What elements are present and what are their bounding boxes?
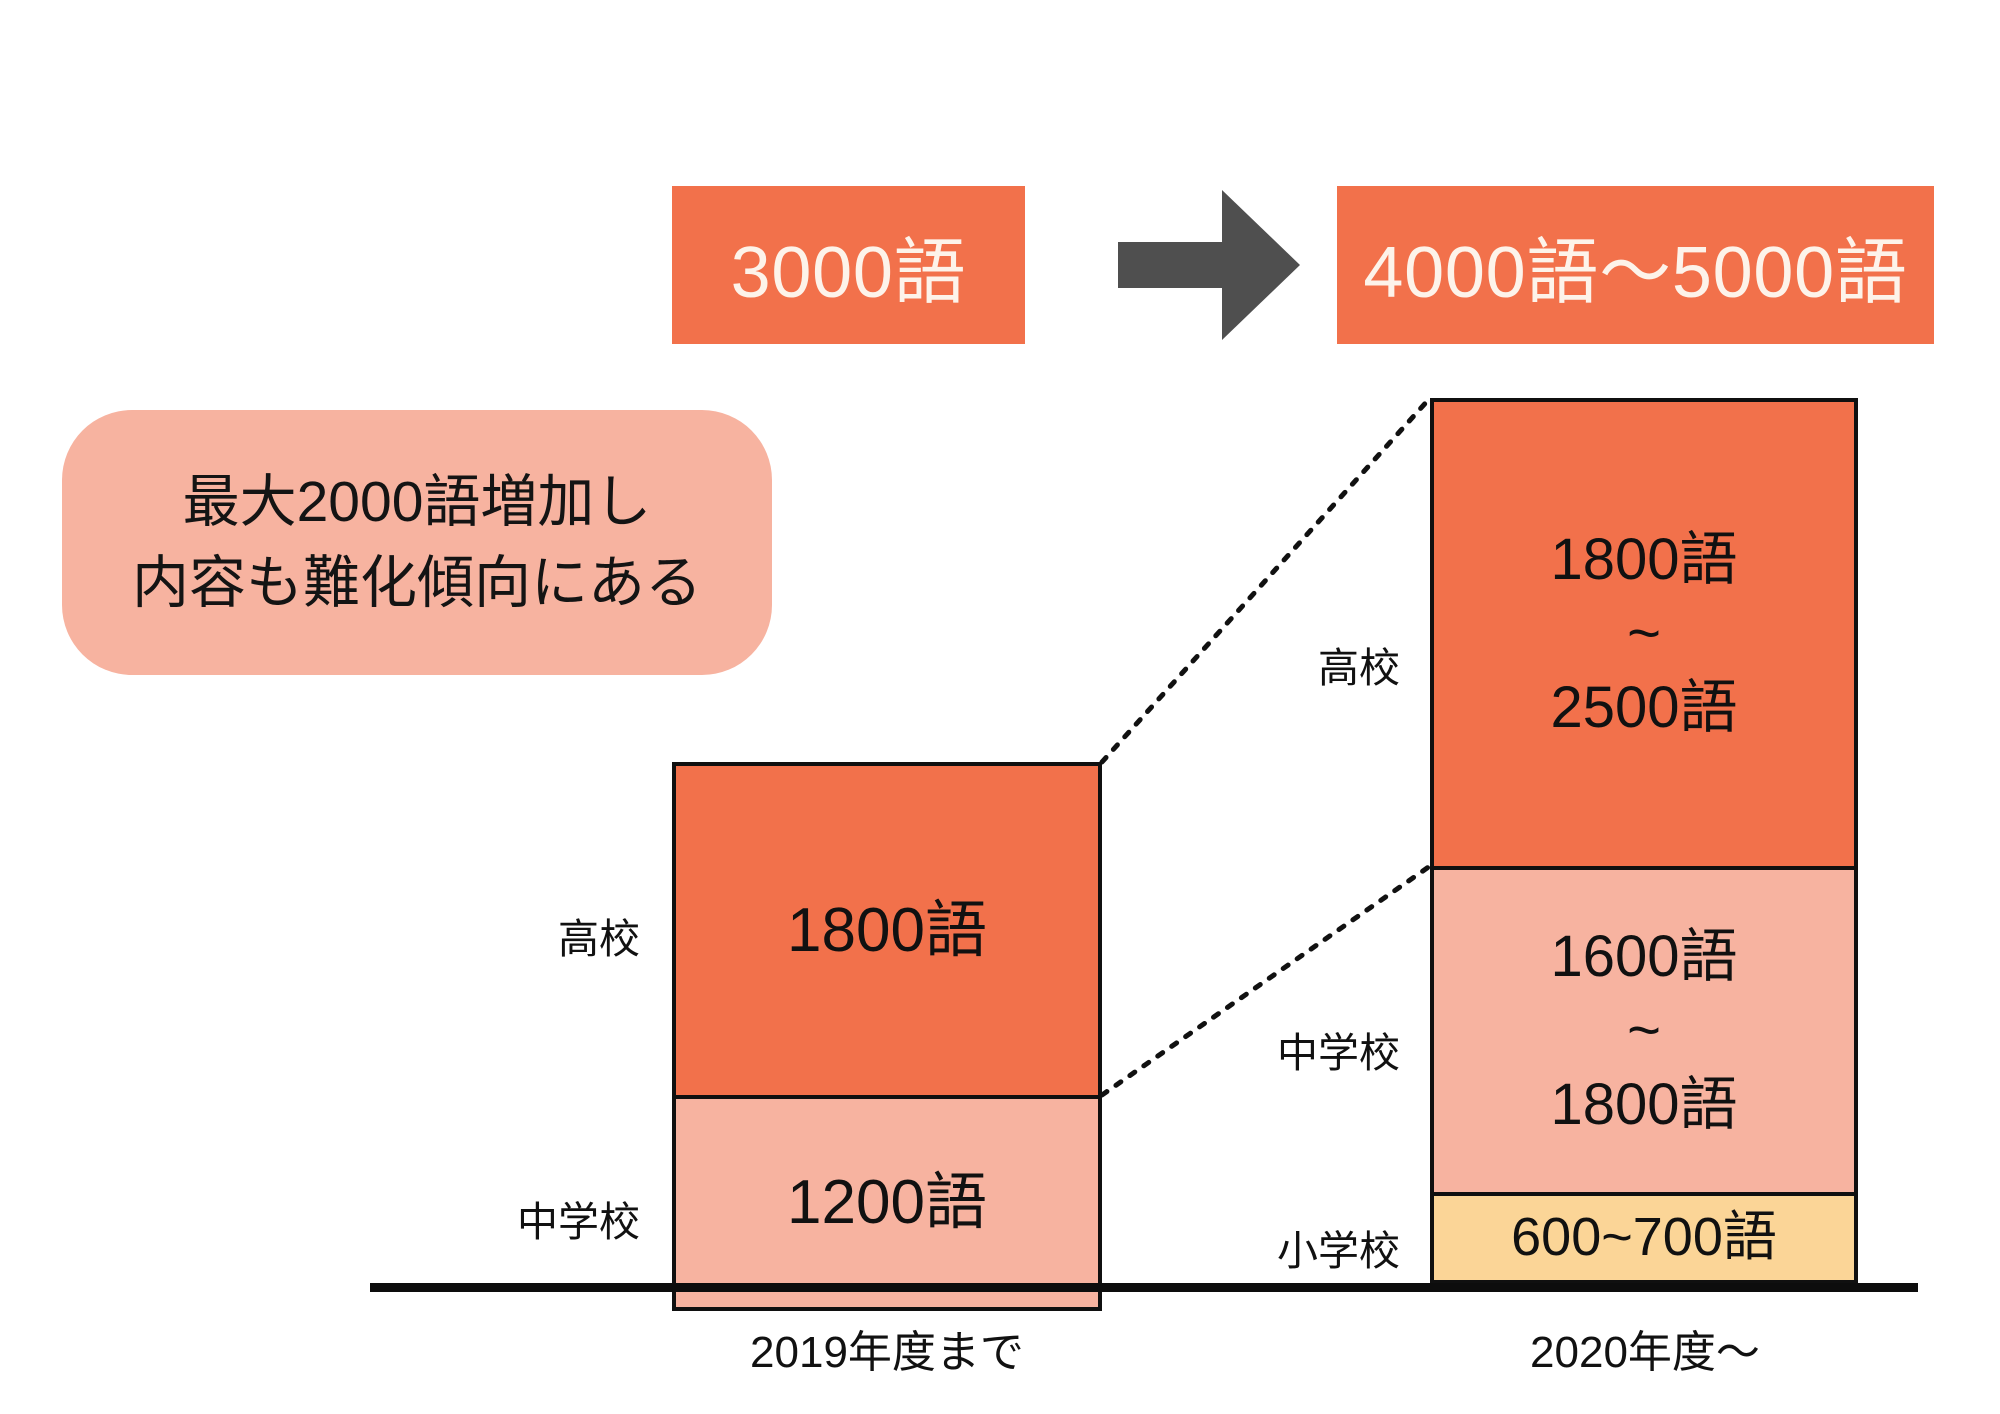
callout-line-2: 内容も難化傾向にある [132, 550, 702, 615]
axis-caption-right: 2020年度〜 [1530, 1328, 1760, 1377]
category-label-right-elementary: 小学校 [1277, 1228, 1400, 1274]
right-arrow-icon [1118, 190, 1300, 340]
callout-line-1: 最大2000語増加し [182, 469, 652, 534]
bar-segment-left-junior-high: 1200語 [672, 1095, 1102, 1311]
category-label-left-junior-high: 中学校 [517, 1199, 640, 1245]
category-label-right-junior-high: 中学校 [1277, 1030, 1400, 1076]
callout-bubble: 最大2000語増加し 内容も難化傾向にある [62, 410, 772, 675]
total-after-badge: 4000語〜5000語 [1337, 186, 1934, 344]
category-label-right-high-school: 高校 [1318, 645, 1400, 691]
bar-segment-right-junior-high: 1600語 ~ 1800語 [1430, 866, 1858, 1196]
bar-segment-right-high-school: 1800語 ~ 2500語 [1430, 398, 1858, 870]
axis-caption-left: 2019年度まで [750, 1328, 1024, 1377]
total-before-badge: 3000語 [672, 186, 1025, 344]
connector-top [1099, 395, 1433, 765]
bar-segment-right-elementary: 600~700語 [1430, 1192, 1858, 1284]
bar-segment-left-high-school: 1800語 [672, 762, 1102, 1099]
baseline-axis [370, 1283, 1918, 1292]
category-label-left-high-school: 高校 [558, 916, 640, 962]
